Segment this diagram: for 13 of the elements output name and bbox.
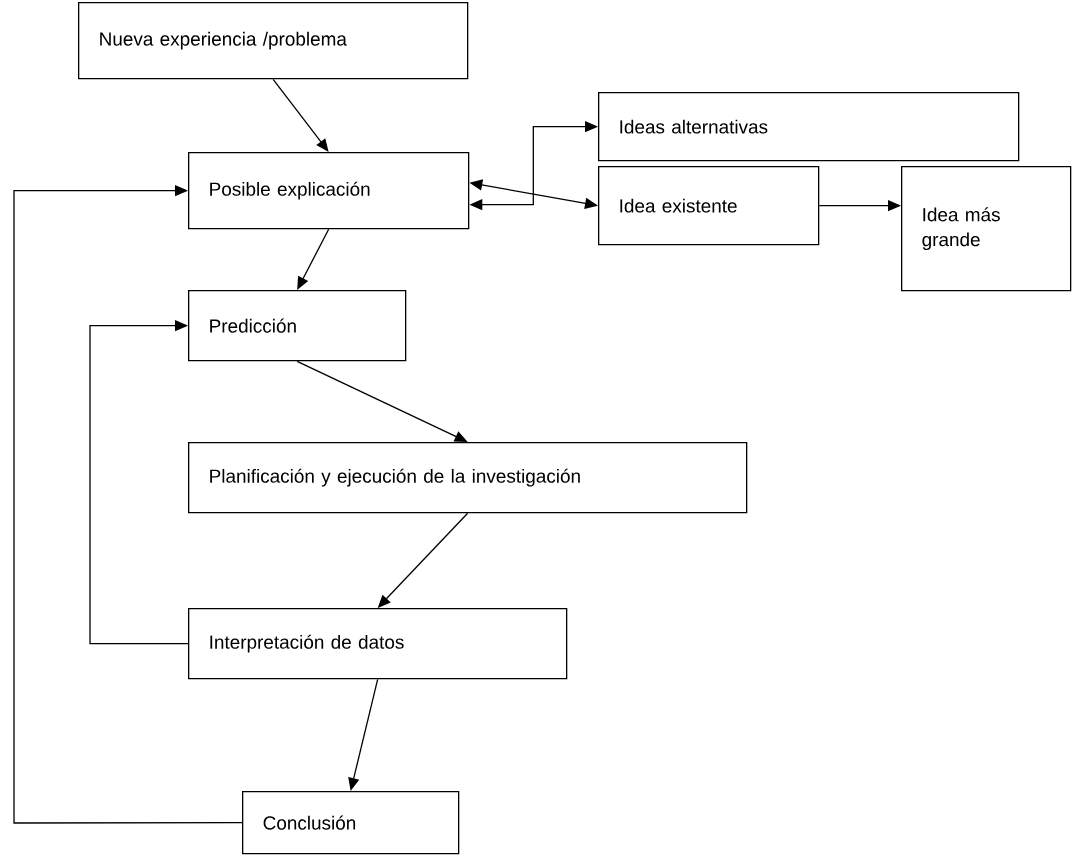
- arrow: [297, 228, 330, 290]
- process-box: Interpretación de datos: [188, 608, 568, 680]
- process-box: Planificación y ejecución de la investigación: [188, 442, 748, 514]
- process-box: Posible explicación: [188, 152, 470, 230]
- process-box: Conclusión: [242, 791, 460, 855]
- process-box: Idea más grande: [901, 166, 1072, 292]
- arrow: [272, 78, 329, 152]
- process-box: Nueva experiencia /problema: [78, 2, 469, 80]
- process-box: Ideas alternativas: [598, 92, 1020, 162]
- process-box: Predicción: [188, 290, 407, 362]
- arrow: [13, 184, 243, 824]
- process-box: Idea existente: [598, 166, 820, 246]
- arrow: [89, 319, 189, 645]
